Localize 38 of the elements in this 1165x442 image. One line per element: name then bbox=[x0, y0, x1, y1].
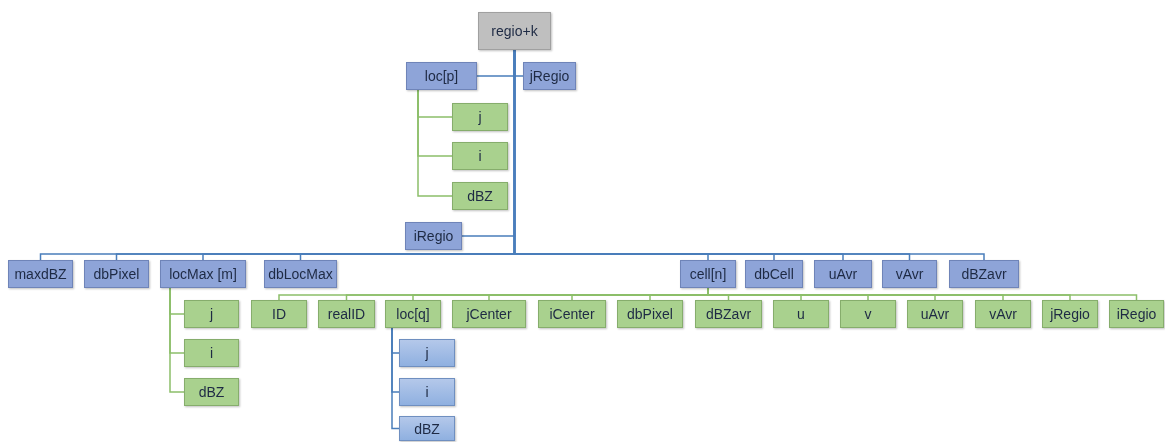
field-box: j bbox=[399, 339, 455, 367]
field-box: v bbox=[840, 300, 896, 328]
field-box: u bbox=[773, 300, 829, 328]
field-box: vAvr bbox=[882, 260, 937, 288]
field-box: vAvr bbox=[975, 300, 1031, 328]
field-box: loc[q] bbox=[385, 300, 441, 328]
field-box: j bbox=[184, 300, 239, 328]
field-box: i bbox=[184, 339, 239, 367]
field-box: uAvr bbox=[907, 300, 963, 328]
connector-line bbox=[391, 327, 400, 430]
field-box: cell[n] bbox=[680, 260, 736, 288]
field-box: uAvr bbox=[814, 260, 872, 288]
field-box: dbPixel bbox=[617, 300, 683, 328]
field-box: maxdBZ bbox=[8, 260, 73, 288]
field-box: dBZavr bbox=[695, 300, 762, 328]
field-box: realID bbox=[318, 300, 375, 328]
field-box: i bbox=[399, 378, 455, 406]
field-box: ID bbox=[251, 300, 307, 328]
field-box: dBZ bbox=[452, 182, 508, 210]
field-box: iCenter bbox=[538, 300, 606, 328]
field-box: regio+k bbox=[478, 12, 551, 50]
field-box: dbCell bbox=[745, 260, 803, 288]
field-box: loc[p] bbox=[406, 62, 477, 90]
field-box: dbPixel bbox=[84, 260, 149, 288]
field-box: jRegio bbox=[1042, 300, 1098, 328]
field-box: dBZ bbox=[399, 416, 455, 441]
field-box: locMax [m] bbox=[160, 260, 246, 288]
field-box: i bbox=[452, 142, 508, 170]
field-box: iRegio bbox=[405, 222, 462, 250]
field-box: j bbox=[452, 103, 508, 131]
field-box: dBZ bbox=[184, 378, 239, 406]
field-box: dBZavr bbox=[949, 260, 1019, 288]
field-box: dbLocMax bbox=[264, 260, 337, 288]
field-box: jCenter bbox=[452, 300, 526, 328]
connector-line bbox=[417, 89, 453, 197]
field-box: iRegio bbox=[1109, 300, 1164, 328]
field-box: jRegio bbox=[523, 62, 576, 90]
connector-line bbox=[169, 287, 185, 393]
